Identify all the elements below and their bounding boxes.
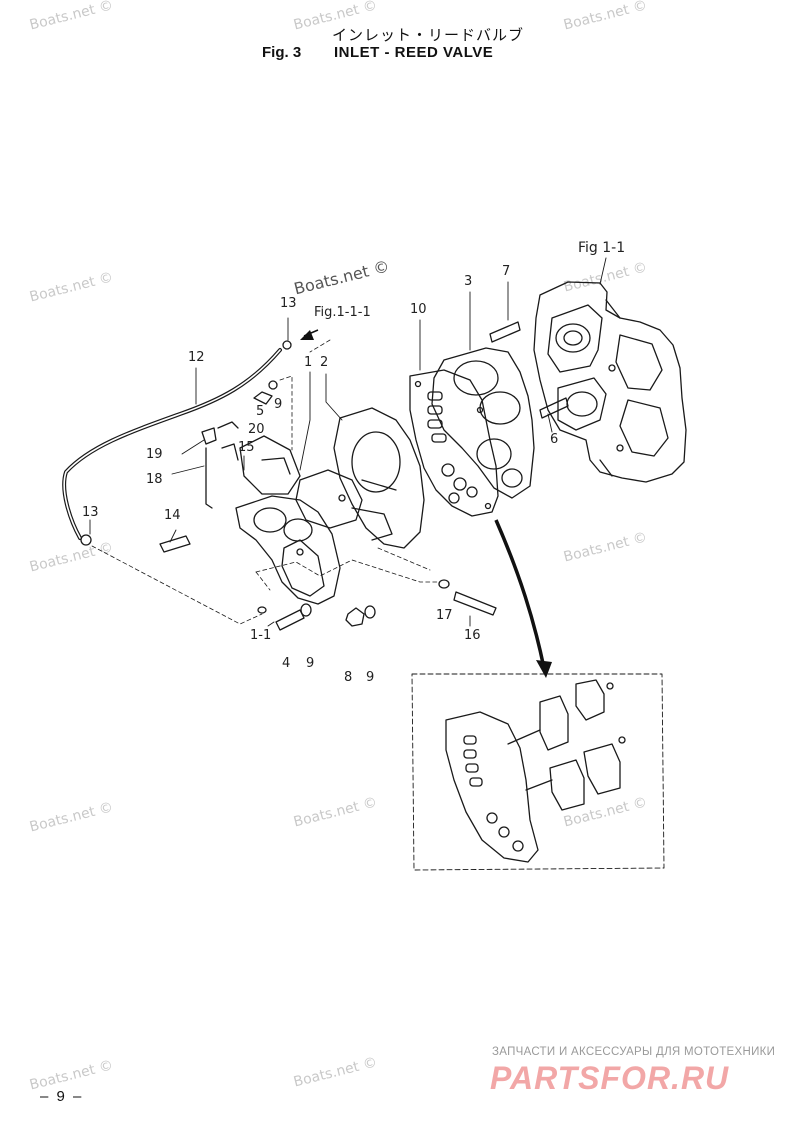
detail-pointer-arrowhead — [536, 660, 552, 678]
callout-4: 4 — [282, 656, 291, 671]
callout-2: 2 — [320, 355, 329, 370]
callout-15: 15 — [238, 440, 255, 455]
callout-12: 12 — [188, 350, 205, 365]
callout-7: 7 — [502, 264, 511, 279]
small-fittings — [80, 340, 292, 546]
callout-9: 9 — [274, 397, 283, 412]
callout-18: 18 — [146, 472, 163, 487]
fig-ref-arrowhead — [300, 330, 314, 340]
shop-logo: PARTSFOR.RU — [490, 1060, 730, 1096]
callout-3: 3 — [464, 274, 473, 289]
shop-tagline: ЗАПЧАСТИ И АКСЕССУАРЫ ДЛЯ МОТОТЕХНИКИ — [492, 1046, 776, 1058]
leader-lines — [89, 257, 607, 627]
callout-17: 17 — [436, 608, 453, 623]
part-12-hose-inner — [63, 349, 281, 539]
callout-5: 5 — [256, 404, 265, 419]
ref-fig-1-1: Fig 1-1 — [578, 240, 626, 256]
assembly-dashed-lines — [91, 339, 441, 625]
callout-9c: 9 — [366, 670, 375, 685]
callout-1-1: 1-1 — [250, 628, 272, 643]
callout-13b: 13 — [82, 505, 99, 520]
callout-8: 8 — [344, 670, 353, 685]
callout-19: 19 — [146, 447, 163, 462]
callout-16: 16 — [464, 628, 481, 643]
figure-title: INLET - REED VALVE — [334, 44, 494, 61]
part-1-intake-manifold — [235, 435, 393, 605]
title-japanese: インレット・リードバルブ — [332, 26, 525, 44]
reed-detail-inset — [411, 673, 665, 871]
callout-20: 20 — [248, 422, 265, 437]
callout-9b: 9 — [306, 656, 315, 671]
part-2-gasket — [333, 407, 425, 549]
bolts — [159, 321, 569, 631]
figure-number: Fig. 3 — [262, 44, 302, 61]
callout-14: 14 — [164, 508, 181, 523]
callout-10: 10 — [410, 302, 427, 317]
part-3-gasket — [431, 347, 535, 499]
page-number: – 9 – — [40, 1088, 84, 1105]
part-10-reed-valve-plate — [409, 369, 499, 517]
ref-fig-1-1-1: Fig.1-1-1 — [314, 305, 371, 320]
detail-pointer-arrow — [494, 519, 546, 669]
callout-6: 6 — [550, 432, 559, 447]
callout-13: 13 — [280, 296, 297, 311]
callout-1: 1 — [304, 355, 313, 370]
washers-and-nuts — [257, 579, 450, 627]
crankcase-housing — [533, 281, 687, 483]
